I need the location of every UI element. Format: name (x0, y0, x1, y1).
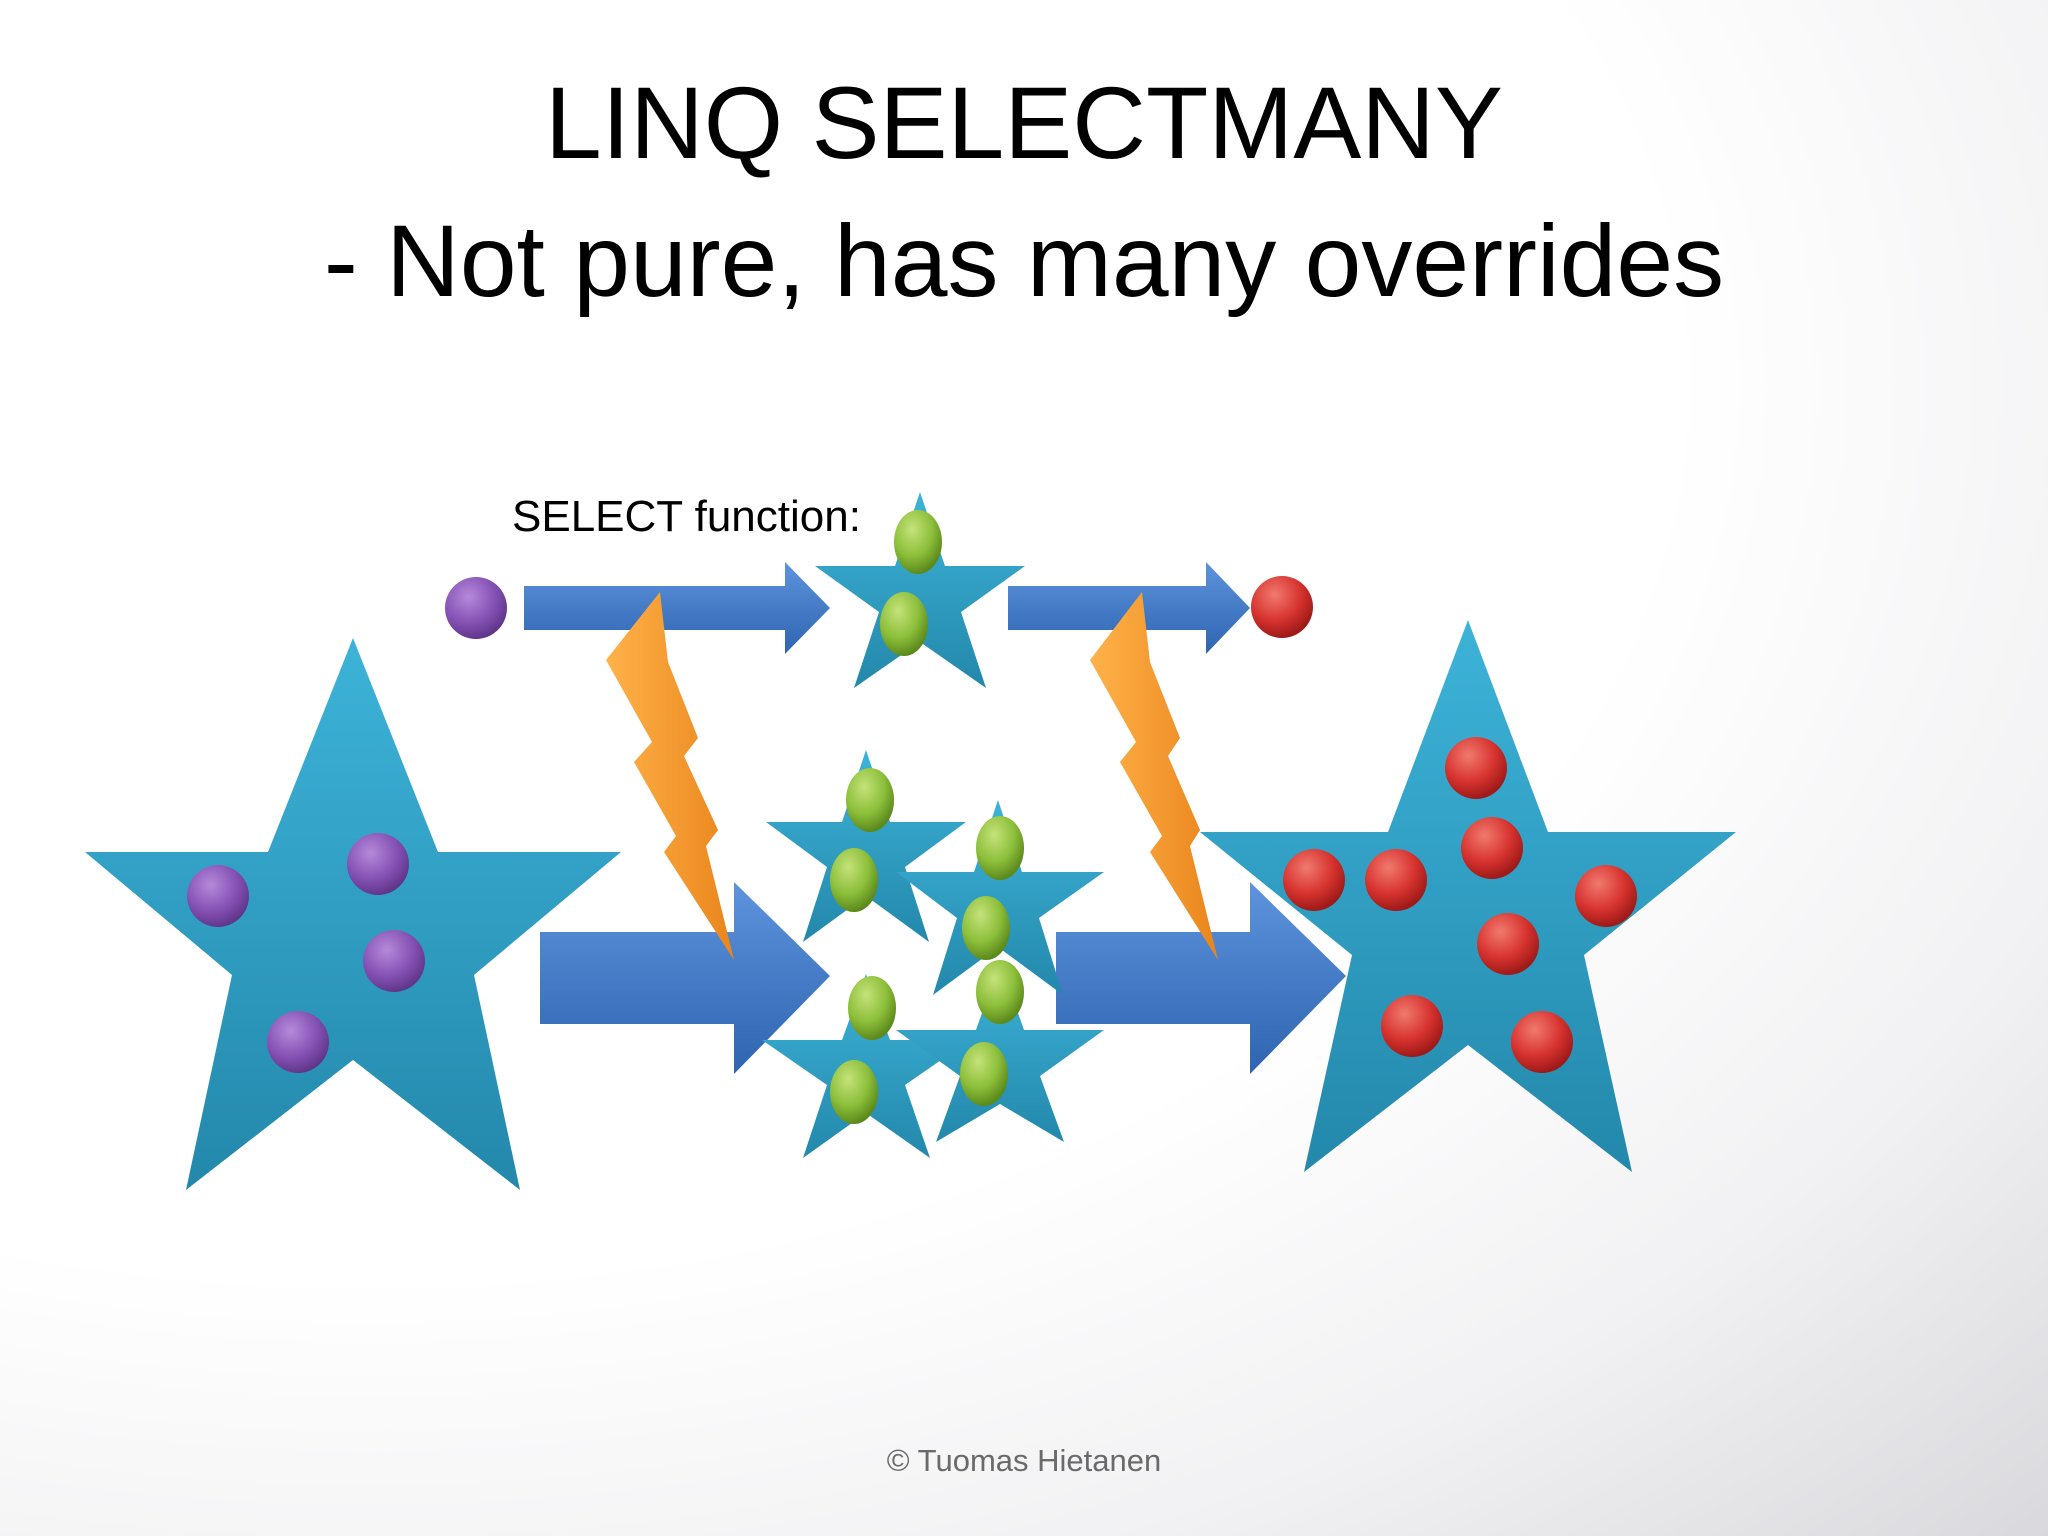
ball-icon (267, 1011, 329, 1073)
ball-icon (347, 833, 409, 895)
ball-icon (830, 848, 878, 912)
star-icon (1200, 620, 1736, 1172)
ball-icon (1477, 913, 1539, 975)
select-function-row (445, 492, 1313, 688)
star-icon (766, 750, 966, 942)
star-icon (896, 800, 1104, 995)
ball-icon (1365, 849, 1427, 911)
ball-icon (976, 960, 1024, 1024)
select-function-label: SELECT function: (512, 492, 861, 541)
ball-icon (1283, 849, 1345, 911)
ball-icon (846, 768, 894, 832)
ball-icon (1445, 737, 1507, 799)
intermediate-star (766, 750, 966, 942)
intermediate-star (896, 800, 1104, 995)
star-icon (815, 492, 1025, 688)
ball-icon (894, 510, 942, 574)
arrow-icon (1056, 882, 1346, 1074)
ball-icon (363, 930, 425, 992)
copyright-footer: © Tuomas Hietanen (886, 1443, 1162, 1478)
lightning-icon (1090, 592, 1218, 960)
ball-icon (962, 896, 1010, 960)
intermediate-star (762, 974, 970, 1158)
ball-icon (830, 1060, 878, 1124)
ball-icon (1461, 817, 1523, 879)
ball-icon (1575, 865, 1637, 927)
input-collection-star (85, 638, 621, 1190)
star-icon (85, 638, 621, 1190)
slide-subtitle: - Not pure, has many overrides (323, 204, 1725, 318)
intermediate-star (896, 960, 1104, 1142)
ball-icon (880, 592, 928, 656)
ball-icon (1381, 995, 1443, 1057)
arrow-icon (540, 882, 830, 1074)
ball-icon (445, 577, 507, 639)
slide-title: LINQ SELECTMANY (545, 66, 1503, 180)
ball-icon (976, 816, 1024, 880)
ball-icon (187, 865, 249, 927)
ball-icon (1251, 576, 1313, 638)
output-collection-star (1200, 620, 1736, 1172)
arrow-icon (1008, 562, 1250, 654)
lightning-icon (606, 592, 734, 960)
arrow-icon (524, 562, 830, 654)
ball-icon (960, 1042, 1008, 1106)
ball-icon (848, 976, 896, 1040)
ball-icon (1511, 1011, 1573, 1073)
